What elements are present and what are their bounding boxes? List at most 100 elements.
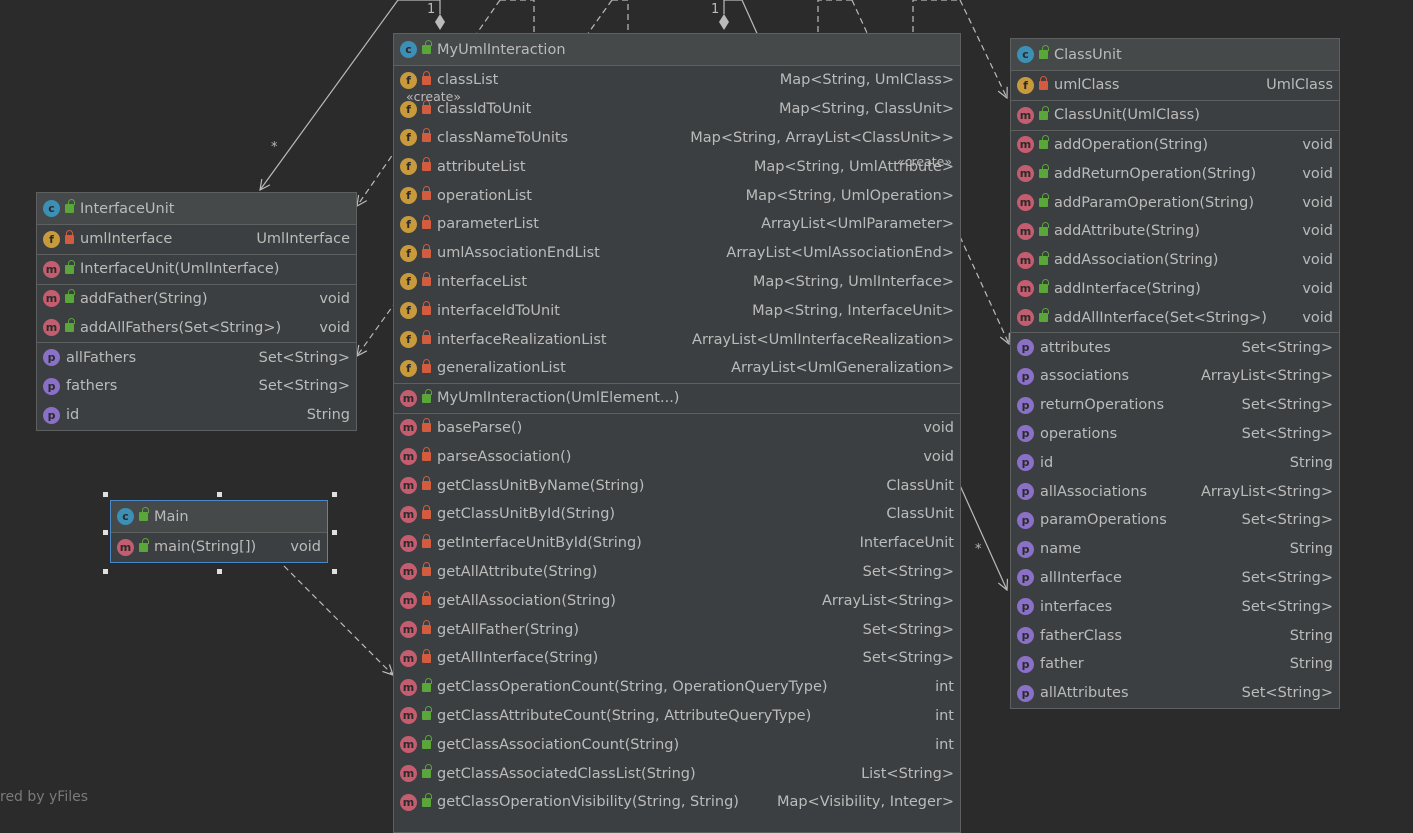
public-lock-icon — [422, 792, 432, 807]
public-lock-icon — [139, 507, 149, 521]
class-header[interactable]: c InterfaceUnit — [37, 193, 356, 225]
member-name: interfaces — [1040, 598, 1113, 615]
selection-handle[interactable] — [332, 492, 337, 497]
member-name: attributeList — [437, 158, 526, 175]
member-type: Set<String> — [1241, 685, 1333, 702]
class-box-interfaceunit[interactable]: c InterfaceUnit f umlInterface UmlInterf… — [36, 192, 357, 431]
method-row[interactable]: m main(String[]) void — [111, 533, 327, 562]
property-icon: p — [1017, 598, 1034, 616]
selection-handle[interactable] — [103, 569, 108, 574]
class-title: Main — [154, 508, 189, 525]
class-header[interactable]: c MyUmlInteraction — [394, 34, 960, 66]
member-name: getClassAssociationCount(String) — [437, 736, 680, 753]
property-icon: p — [1017, 569, 1034, 587]
private-lock-icon — [422, 186, 431, 201]
property-row[interactable]: p id String — [37, 401, 356, 430]
selection-handle[interactable] — [217, 569, 222, 574]
private-lock-icon — [422, 358, 431, 373]
selection-handle[interactable] — [217, 492, 222, 497]
member-type: Map<Visibility, Integer> — [776, 794, 954, 811]
member-type: Set<String> — [1241, 339, 1333, 356]
method-row[interactable]: m addAllFathers(Set<String>) void — [37, 313, 356, 342]
member-name: name — [1040, 541, 1082, 558]
class-header[interactable]: c Main — [111, 501, 327, 533]
property-row[interactable]: p fathers Set<String> — [37, 372, 356, 401]
field-icon: f — [1017, 76, 1034, 94]
member-name: interfaceList — [437, 273, 528, 290]
constructor-row[interactable]: m InterfaceUnit(UmlInterface) — [37, 255, 356, 284]
diamond-left — [435, 14, 445, 30]
method-row[interactable]: m addFather(String) void — [37, 285, 356, 314]
public-lock-icon — [1039, 193, 1049, 208]
member-name: ClassUnit(UmlClass) — [1054, 107, 1200, 124]
class-header[interactable]: c ClassUnit — [1011, 39, 1339, 71]
member-type: void — [1302, 165, 1333, 182]
selection-handle[interactable] — [332, 569, 337, 574]
property-row[interactable]: p allFathers Set<String> — [37, 343, 356, 372]
private-lock-icon — [422, 272, 431, 287]
private-lock-icon — [422, 99, 431, 114]
method-icon: m — [400, 621, 417, 639]
edge-dependency-interfaceunit-top-stub — [500, 0, 535, 32]
selection-handle[interactable] — [103, 492, 108, 497]
selection-handle[interactable] — [103, 530, 108, 535]
class-box-main[interactable]: c Main m main(String[]) void — [110, 500, 328, 563]
selection-handle[interactable] — [332, 530, 337, 535]
field-row[interactable]: f umlInterface UmlInterface — [37, 225, 356, 254]
public-lock-icon — [422, 677, 432, 692]
public-lock-icon — [1039, 105, 1049, 120]
member-type: String — [1289, 541, 1333, 558]
